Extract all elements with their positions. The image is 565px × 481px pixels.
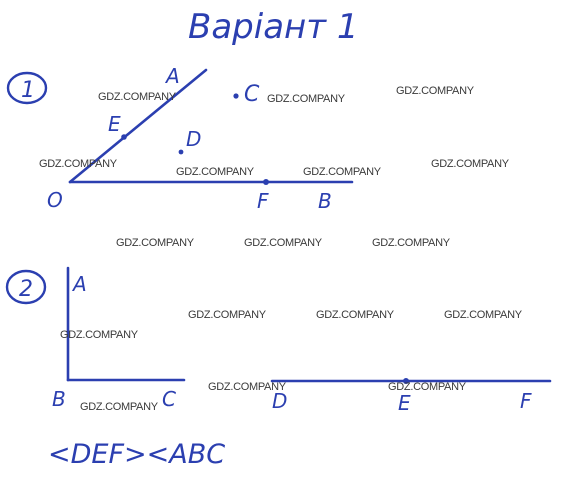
page-title: Варіант 1 (188, 7, 359, 47)
watermark: GDZ.COMPANY (39, 158, 118, 170)
label-f-2: F (520, 389, 532, 413)
task-2-number-circle (5, 269, 47, 305)
point-f (263, 179, 269, 185)
watermark: GDZ.COMPANY (116, 237, 195, 249)
task-1-number-circle (6, 71, 48, 105)
label-o: O (47, 188, 63, 212)
label-b-2: B (52, 387, 66, 411)
label-c-2: C (162, 387, 176, 411)
point-c (233, 93, 239, 99)
label-e: E (108, 112, 121, 136)
watermark: GDZ.COMPANY (372, 237, 451, 249)
watermark: GDZ.COMPANY (388, 381, 467, 393)
watermark: GDZ.COMPANY (303, 166, 382, 178)
watermark: GDZ.COMPANY (80, 401, 159, 413)
watermark: GDZ.COMPANY (208, 381, 287, 393)
task-1-number: 1 (21, 78, 35, 103)
watermark: GDZ.COMPANY (176, 166, 255, 178)
watermark: GDZ.COMPANY (267, 93, 346, 105)
watermark: GDZ.COMPANY (431, 158, 510, 170)
watermark: GDZ.COMPANY (98, 91, 177, 103)
label-d-2: D (272, 389, 287, 413)
label-e-2: E (398, 391, 411, 415)
task-1: 1 A C E D O F B (6, 64, 354, 213)
point-e (121, 134, 127, 140)
task-2-number: 2 (19, 277, 33, 302)
watermarks: GDZ.COMPANY GDZ.COMPANY GDZ.COMPANY GDZ.… (39, 85, 523, 413)
watermark: GDZ.COMPANY (444, 309, 523, 321)
watermark: GDZ.COMPANY (188, 309, 267, 321)
label-b: B (318, 189, 332, 213)
ray-oa (68, 68, 208, 184)
angle-comparison: <DEF><ABC (48, 439, 225, 470)
label-d: D (186, 127, 201, 151)
label-a: A (164, 64, 180, 88)
watermark: GDZ.COMPANY (396, 85, 475, 97)
label-a-2: A (71, 272, 87, 296)
task-2: 2 A B C D E F <DEF><ABC (5, 266, 552, 470)
watermark: GDZ.COMPANY (244, 237, 323, 249)
watermark: GDZ.COMPANY (60, 329, 139, 341)
label-c: C (244, 82, 260, 107)
point-d (178, 149, 184, 155)
watermark: GDZ.COMPANY (316, 309, 395, 321)
point-e-vertex (403, 378, 409, 384)
label-f: F (257, 189, 269, 213)
